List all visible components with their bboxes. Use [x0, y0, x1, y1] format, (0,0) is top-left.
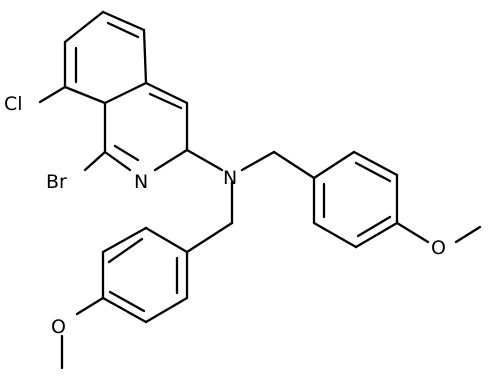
bond [63, 85, 107, 105]
bond [354, 161, 392, 183]
bond [352, 150, 399, 177]
bond [75, 296, 105, 316]
bond [312, 221, 358, 249]
atom-label-n-ring: N [134, 171, 148, 193]
bond [354, 221, 399, 249]
bond [38, 85, 67, 104]
bond [185, 148, 224, 172]
isoquinoline-core [38, 10, 224, 172]
bond [83, 150, 107, 172]
benzyl-arm-lower [60, 180, 234, 370]
bond [63, 10, 105, 44]
bond [312, 150, 356, 180]
atom-label-n-amine: N [223, 167, 237, 189]
bond [144, 81, 189, 105]
bond [240, 150, 276, 172]
bond [101, 296, 148, 324]
bond [356, 215, 392, 238]
bond [103, 81, 148, 105]
bond [108, 290, 146, 313]
bond [153, 148, 189, 172]
atom-label-o-lower: O [51, 316, 66, 338]
atom-labels: Cl Br N N O O [4, 93, 446, 338]
bond [101, 10, 146, 32]
bond [103, 150, 132, 172]
bond [113, 144, 140, 162]
bond [144, 226, 189, 254]
bond [272, 150, 316, 180]
bond [107, 237, 144, 264]
atom-label-cl: Cl [4, 93, 23, 115]
bond [101, 226, 148, 254]
bond [142, 28, 148, 85]
benzyl-arm-upper [240, 150, 482, 249]
bond [144, 296, 189, 324]
bond [454, 225, 482, 244]
atom-label-o-upper: O [431, 237, 446, 259]
atom-label-br: Br [46, 171, 67, 193]
bond [148, 92, 183, 110]
bond [395, 221, 430, 244]
bond [106, 21, 140, 39]
bond [185, 221, 234, 254]
